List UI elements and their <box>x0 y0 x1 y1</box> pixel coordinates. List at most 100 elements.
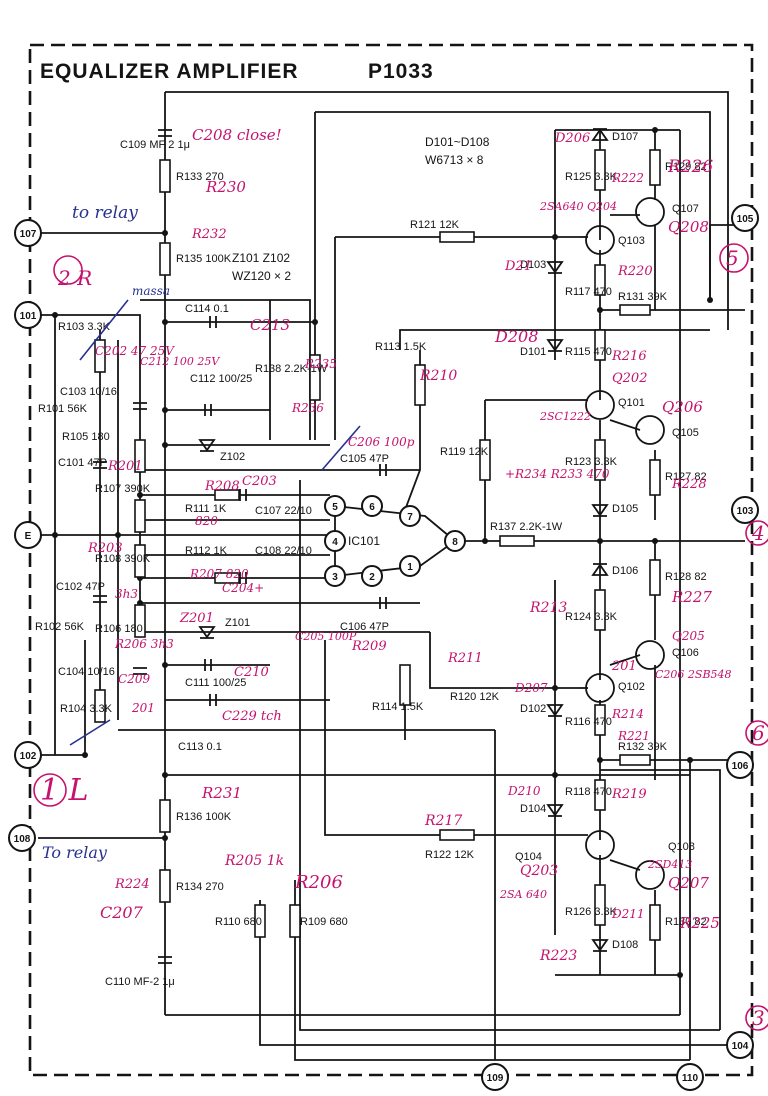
anno-d210: D210 <box>507 784 541 798</box>
anno-r201: R201 <box>107 459 143 474</box>
anno-r220: R220 <box>617 264 653 279</box>
resistors <box>94 149 661 941</box>
zener-note-line1: Z101 Z102 <box>232 251 290 265</box>
ic-pin-6: 6 <box>369 502 375 513</box>
terminals: 107 101 E 102 108 105 103 106 104 109 11… <box>8 204 759 1091</box>
transistors <box>585 197 665 890</box>
label-r129: R129 82 <box>665 161 707 173</box>
anno-r203: R203 <box>87 541 123 556</box>
label-r123: R123 3.3K <box>565 456 618 468</box>
label-r117: R117 470 <box>565 286 612 298</box>
label-r124: R124 3.3K <box>565 611 618 623</box>
anno-r231: R231 <box>201 784 242 802</box>
terminal-e: E <box>25 531 32 542</box>
label-r134: R134 270 <box>176 881 224 893</box>
anno-r222: R222 <box>611 171 644 185</box>
anno-d207: D207 <box>514 681 548 695</box>
anno-d206: D206 <box>554 131 590 146</box>
label-r107: R107 390K <box>95 483 151 495</box>
ic-pin-8: 8 <box>452 537 458 548</box>
board-outline <box>28 43 754 1077</box>
label-q108: Q108 <box>668 841 695 853</box>
handwritten-annotations: C208 close! R230 R232 2 R C202 47 25V C2… <box>33 126 768 1031</box>
anno-r221: R221 <box>617 729 650 743</box>
anno-r209: 820 <box>195 514 218 528</box>
label-r119: R119 12K <box>440 446 489 458</box>
label-r121: R121 12K <box>410 219 460 231</box>
anno-r201b: 201 <box>131 701 155 715</box>
model-number: P1033 <box>368 60 434 83</box>
anno-three: 3 <box>752 1006 765 1030</box>
blue-annotations: to relay massa To relay <box>42 203 361 862</box>
anno-r204: 3h3 <box>115 587 138 601</box>
label-r136: R136 100K <box>176 811 232 823</box>
label-r115: R115 470 <box>565 346 612 358</box>
label-q105: Q105 <box>672 427 699 439</box>
label-r138: R138 2.2K-1W <box>255 363 328 375</box>
label-c102: C102 47P <box>56 581 105 593</box>
label-r103: R103 3.3K <box>58 321 111 333</box>
label-d103: D103 <box>520 259 546 271</box>
ic-pin-5: 5 <box>332 502 338 513</box>
component-labels: C109 MF 2 1μ R133 270 R135 100K C114 0.1… <box>35 131 707 988</box>
label-c112: C112 100/25 <box>190 373 252 385</box>
anno-r226: R226 <box>667 157 713 177</box>
ic-pin-4: 4 <box>332 537 338 548</box>
ic-pin-2: 2 <box>369 572 375 583</box>
anno-r232: R232 <box>191 227 227 242</box>
anno-r225: R225 <box>679 914 720 932</box>
anno-r208: R208 <box>204 479 240 494</box>
label-q104: Q104 <box>515 851 542 863</box>
terminal-106: 106 <box>732 761 749 772</box>
page-title: EQUALIZER AMPLIFIER <box>40 60 299 83</box>
anno-r210: R210 <box>419 368 457 384</box>
label-z101: Z101 <box>225 617 250 629</box>
label-c114: C114 0.1 <box>185 303 229 315</box>
anno-to-relay-top: to relay <box>72 203 138 223</box>
anno-c209: C209 <box>118 672 150 686</box>
anno-r207: R207 820 <box>189 567 249 581</box>
anno-r213: R213 <box>529 600 567 616</box>
label-r132: R132 39K <box>618 741 668 753</box>
label-d106: D106 <box>612 565 638 577</box>
anno-c229: C229 tch <box>222 709 282 724</box>
terminal-110: 110 <box>682 1073 699 1084</box>
label-c107: C107 22/10 <box>255 505 312 517</box>
label-r122: R122 12K <box>425 849 475 861</box>
diode-note-line2: W6713 × 8 <box>425 153 484 167</box>
label-r101: R101 56K <box>38 403 88 415</box>
anno-c207: C207 <box>100 903 144 922</box>
label-r104: R104 3.3K <box>60 703 113 715</box>
label-d102: D102 <box>520 703 546 715</box>
label-r126: R126 3.3K <box>565 906 618 918</box>
terminal-103: 103 <box>737 506 754 517</box>
anno-2sd413: 2SD413 <box>647 858 692 871</box>
anno-r223: R223 <box>539 948 577 964</box>
anno-2sc1222: 2SC1222 <box>539 410 591 423</box>
anno-r219: R219 <box>611 787 647 802</box>
label-r108: R108 390K <box>95 553 151 565</box>
label-c108: C108 22/10 <box>255 545 312 557</box>
terminal-108: 108 <box>14 834 31 845</box>
label-r106: R106 180 <box>95 623 143 635</box>
anno-c202: C202 47 25V <box>95 344 175 358</box>
anno-r224: R224 <box>114 877 150 892</box>
anno-massa: massa <box>132 284 170 298</box>
label-z102: Z102 <box>220 451 245 463</box>
label-c110: C110 MF-2 1μ <box>105 976 175 988</box>
anno-r214: R214 <box>611 707 644 721</box>
label-c109: C109 MF 2 1μ <box>120 139 190 151</box>
ic101: IC101 5 6 7 4 8 3 2 1 <box>324 495 466 587</box>
zener-note-line2: WZ120 × 2 <box>232 269 291 283</box>
anno-r227: R227 <box>671 588 712 606</box>
label-r113: R113 1.5K <box>375 341 427 353</box>
anno-r209b: R209 <box>351 639 387 654</box>
anno-q204: 2SA640 Q204 <box>539 200 617 213</box>
label-r135: R135 100K <box>176 253 232 265</box>
terminal-105: 105 <box>737 214 754 225</box>
anno-to-relay-bot: To relay <box>42 843 108 862</box>
label-r130: R130 82 <box>665 916 707 928</box>
label-d107: D107 <box>612 131 638 143</box>
anno-c203: C203 <box>242 474 277 489</box>
